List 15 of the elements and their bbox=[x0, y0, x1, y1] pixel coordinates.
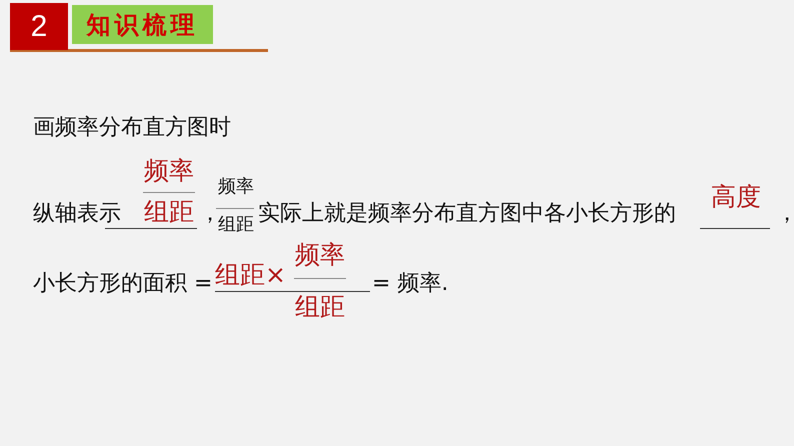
answer-numerator: 频率 bbox=[295, 242, 345, 267]
punctuation: ， bbox=[776, 203, 794, 225]
answer-text: 高度 bbox=[711, 184, 761, 209]
answer-denominator: 组距 bbox=[144, 199, 194, 224]
section-number: 2 bbox=[10, 3, 68, 50]
text-line: 小长方形的面积 = bbox=[33, 273, 212, 295]
text-line: 纵轴表示 bbox=[33, 203, 121, 225]
section-heading: 知识梳理 bbox=[72, 5, 213, 44]
text-line: = 频率. bbox=[372, 273, 448, 295]
answer-denominator: 组距 bbox=[295, 294, 345, 319]
text-line: 画频率分布直方图时 bbox=[33, 117, 231, 139]
answer-text: 组距× bbox=[215, 262, 286, 287]
answer-numerator: 频率 bbox=[144, 158, 194, 183]
fraction-numerator: 频率 bbox=[218, 178, 254, 196]
text-line: 实际上就是频率分布直方图中各小长方形的 bbox=[258, 203, 676, 225]
